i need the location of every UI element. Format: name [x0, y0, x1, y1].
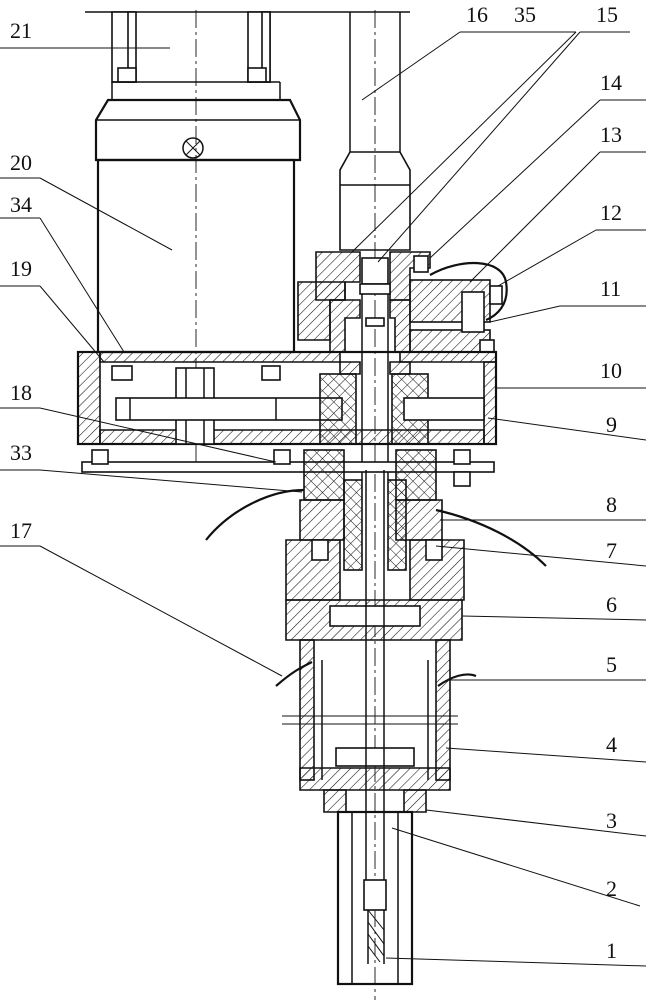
label-34: 34: [10, 192, 32, 217]
label-17: 17: [10, 518, 32, 543]
lower-tube: [275, 639, 477, 813]
label-9: 9: [606, 412, 617, 437]
label-14: 14: [600, 70, 622, 95]
tool-holder: [336, 470, 414, 986]
label-11: 11: [600, 276, 621, 301]
rotary-union: [205, 449, 547, 641]
label-35: 35: [514, 2, 536, 27]
label-1: 1: [606, 938, 617, 963]
label-10: 10: [600, 358, 622, 383]
motor-bracket: [85, 11, 410, 101]
leader-lines: [0, 31, 646, 967]
label-5: 5: [606, 652, 617, 677]
part-labels: 21 20 34 19 18 33 17 16 35 15 14 13 12 1…: [10, 2, 622, 963]
label-33: 33: [10, 440, 32, 465]
label-8: 8: [606, 492, 617, 517]
label-6: 6: [606, 592, 617, 617]
label-21: 21: [10, 18, 32, 43]
label-4: 4: [606, 732, 617, 757]
upper-housing: [297, 251, 508, 480]
label-16: 16: [466, 2, 488, 27]
label-13: 13: [600, 122, 622, 147]
label-19: 19: [10, 256, 32, 281]
gearbox: [76, 350, 498, 487]
spindle-upper: [339, 10, 411, 1000]
label-2: 2: [606, 876, 617, 901]
label-3: 3: [606, 808, 617, 833]
label-7: 7: [606, 538, 617, 563]
label-18: 18: [10, 380, 32, 405]
label-15: 15: [596, 2, 618, 27]
motor-body: [94, 10, 302, 465]
label-12: 12: [600, 200, 622, 225]
label-20: 20: [10, 150, 32, 175]
